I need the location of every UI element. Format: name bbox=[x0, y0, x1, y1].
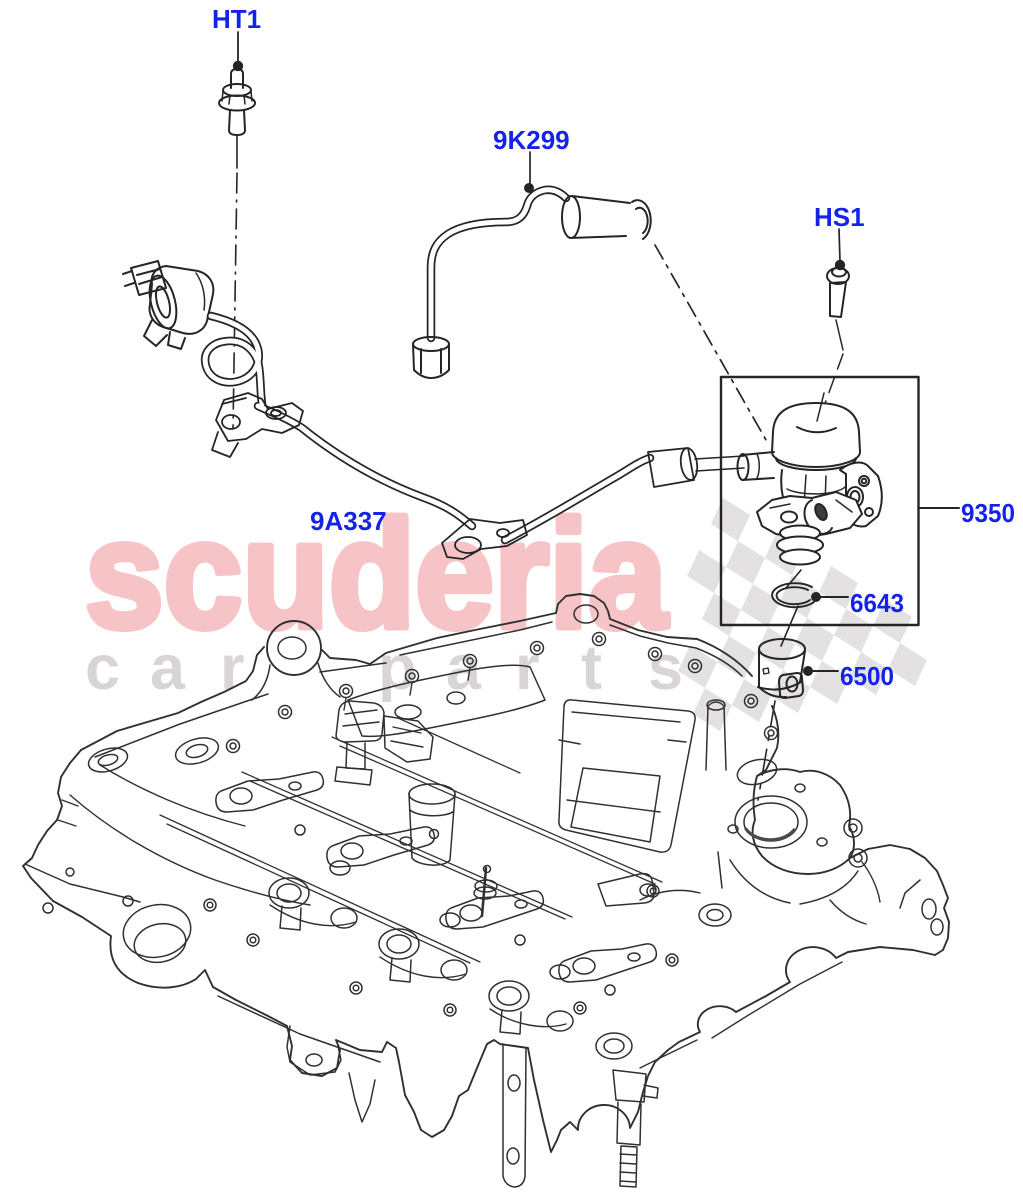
svg-text:t: t bbox=[581, 633, 602, 703]
svg-text:9350: 9350 bbox=[961, 498, 1015, 528]
svg-text:HS1: HS1 bbox=[814, 202, 865, 232]
svg-text:scuderia: scuderia bbox=[85, 489, 669, 660]
svg-text:HT1: HT1 bbox=[212, 4, 261, 34]
svg-text:r: r bbox=[515, 633, 540, 703]
svg-text:6500: 6500 bbox=[840, 661, 894, 691]
svg-text:6643: 6643 bbox=[850, 588, 904, 618]
svg-text:9K299: 9K299 bbox=[493, 125, 570, 155]
svg-text:s: s bbox=[648, 633, 683, 703]
svg-text:c: c bbox=[85, 633, 120, 703]
svg-text:a: a bbox=[150, 633, 186, 703]
svg-text:9A337: 9A337 bbox=[310, 506, 387, 536]
